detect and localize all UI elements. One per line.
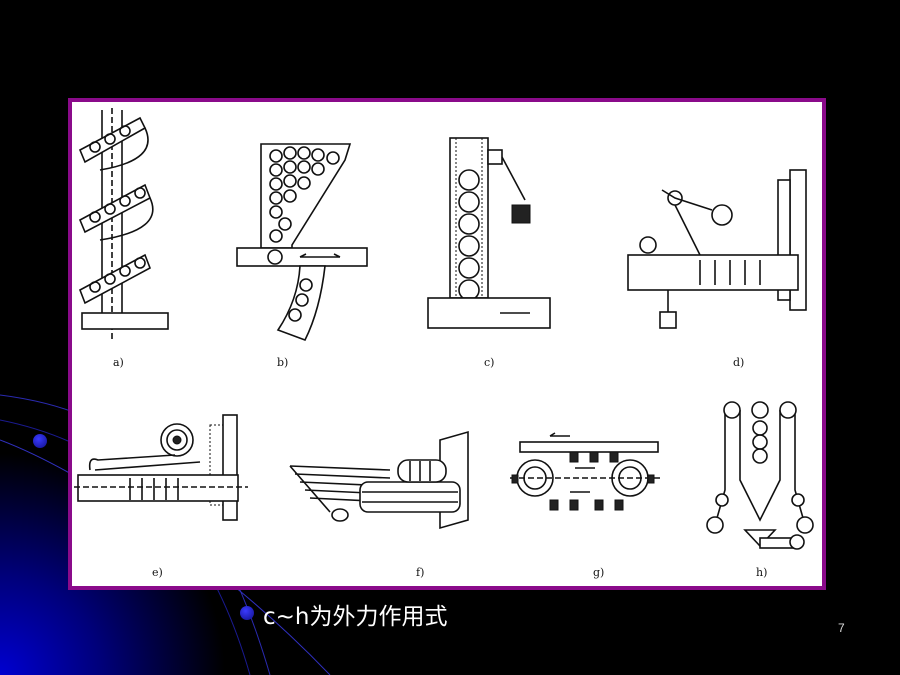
label-a: a) bbox=[113, 356, 124, 369]
label-b: b) bbox=[277, 356, 288, 369]
label-e: e) bbox=[152, 566, 163, 579]
slide-caption: c~h为外力作用式 bbox=[263, 604, 448, 630]
diagram-e-spring-pusher: e) bbox=[74, 414, 248, 579]
diagram-f-belt-feeder: f) bbox=[289, 430, 469, 579]
label-d: d) bbox=[733, 356, 744, 369]
label-c: c) bbox=[484, 356, 494, 369]
page-number: 7 bbox=[838, 621, 845, 635]
diagram-g-twin-roller-feeder: g) bbox=[510, 432, 660, 579]
label-h: h) bbox=[756, 566, 767, 579]
label-g: g) bbox=[593, 566, 604, 579]
diagram-d-weighted-pusher: d) bbox=[627, 169, 807, 369]
diagram-a-spiral-hopper: a) bbox=[78, 108, 169, 369]
figure-frame: a) b) c) bbox=[68, 98, 826, 590]
diagram-h-chain-elevator: h) bbox=[706, 401, 814, 579]
diagram-b-ball-hopper: b) bbox=[236, 143, 368, 369]
label-f: f) bbox=[416, 566, 424, 579]
diagram-c-gravity-column: c) bbox=[427, 137, 551, 369]
caption-bullet bbox=[240, 606, 254, 620]
decorative-dot bbox=[33, 434, 47, 448]
